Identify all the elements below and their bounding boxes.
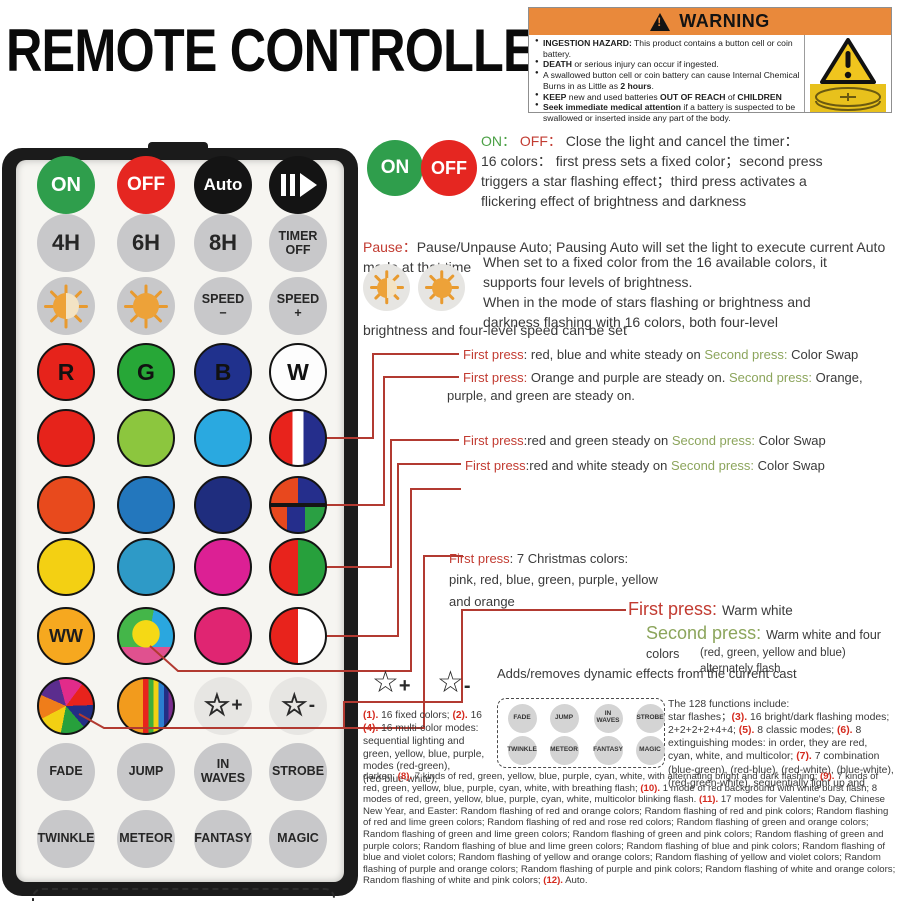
mode-buttons-dashed-frame [32, 888, 335, 901]
strobe-button[interactable]: STROBE [269, 743, 327, 801]
jump-button[interactable]: JUMP [117, 743, 175, 801]
star-plus-button[interactable]: ☆+ [194, 677, 252, 735]
warning-bullet: DEATH or serious injury can occur if ing… [535, 59, 800, 70]
magic-button[interactable]: MAGIC [269, 810, 327, 868]
auto-button[interactable]: Auto [194, 156, 252, 214]
color-skyblue-button[interactable] [194, 409, 252, 467]
warning-bullet-list: INGESTION HAZARD: This product contains … [529, 35, 804, 123]
red-button[interactable]: R [37, 343, 95, 401]
mini-magic-button: MAGIC [635, 735, 665, 765]
remote-ir-tab [148, 142, 208, 152]
pause-button[interactable] [269, 156, 327, 214]
sun-half-icon [37, 277, 95, 335]
sun-full-icon [117, 277, 175, 335]
combo-red-white-blue-button[interactable] [269, 409, 327, 467]
warning-header: WARNING [529, 8, 891, 35]
multicolor-blob-button[interactable] [117, 607, 175, 665]
legend-on-icon: ON [367, 140, 423, 196]
off-button[interactable]: OFF [117, 156, 175, 214]
combo-quad-button[interactable] [269, 476, 327, 534]
star-icon: ☆ [280, 689, 308, 722]
brightness-description: When set to a fixed color from the 16 av… [483, 254, 827, 330]
combo-red-white-button[interactable] [269, 607, 327, 665]
annotation-red-blue-white: First press: red, blue and white steady … [463, 347, 859, 362]
brightness-description-tail: brightness and four-level speed can be s… [363, 322, 627, 338]
functions-right-column: The 128 functions include:star flashes；(… [668, 699, 894, 789]
legend-brightness-down-icon [363, 264, 410, 311]
brightness-down-button[interactable] [37, 277, 95, 335]
warning-bullet: A swallowed button cell or coin battery … [535, 70, 800, 91]
mini-strobe-button: STROBE [635, 703, 665, 733]
color-yellow-button[interactable] [37, 538, 95, 596]
mini-jump-button: JUMP [549, 703, 579, 733]
warning-bullet: KEEP new and used batteries OUT OF REACH… [535, 92, 800, 103]
color-rose-button[interactable] [194, 607, 252, 665]
color-blue-button[interactable] [117, 476, 175, 534]
fantasy-button[interactable]: FANTASY [194, 810, 252, 868]
star-minus-button[interactable]: ☆- [269, 677, 327, 735]
fade-button[interactable]: FADE [37, 743, 95, 801]
speed-plus-button[interactable]: SPEED+ [269, 277, 327, 335]
mini-meteor-button: METEOR [549, 735, 579, 765]
color-red-button[interactable] [37, 409, 95, 467]
combo-red-green-button[interactable] [269, 538, 327, 596]
warning-triangle-icon [650, 12, 671, 31]
legend-star-plus-icon: ☆+ [372, 666, 411, 699]
timer-8h-button[interactable]: 8H [194, 214, 252, 272]
twinkle-button[interactable]: TWINKLE [37, 810, 95, 868]
mini-fantasy-button: FANTASY [593, 735, 623, 765]
star-buttons-description: Adds/removes dynamic effects from the cu… [497, 666, 797, 681]
timer-6h-button[interactable]: 6H [117, 214, 175, 272]
legend-brightness-up-icon [418, 264, 465, 311]
green-button[interactable]: G [117, 343, 175, 401]
on-button[interactable]: ON [37, 156, 95, 214]
annotation-warm-white-second: Second press: Warm white and four colors [646, 623, 881, 662]
pause-play-icon [281, 174, 286, 196]
timer-4h-button[interactable]: 4H [37, 214, 95, 272]
warning-icon-cell [804, 35, 891, 112]
color-lime-button[interactable] [117, 409, 175, 467]
color-wheel-button[interactable] [37, 677, 95, 735]
white-button[interactable]: W [269, 343, 327, 401]
stripes-button[interactable] [117, 677, 175, 735]
annotation-red-white: First press:red and white steady on Seco… [465, 458, 825, 473]
brightness-up-button[interactable] [117, 277, 175, 335]
annotation-warm-white-first: First press: Warm white [628, 599, 793, 619]
battery-hazard-triangle-icon [820, 38, 876, 84]
color-steelblue-button[interactable] [117, 538, 175, 596]
meteor-button[interactable]: METEOR [117, 810, 175, 868]
color-magenta-button[interactable] [194, 538, 252, 596]
legend-star-minus-icon: ☆- [437, 666, 471, 699]
warning-header-label: WARNING [679, 11, 770, 31]
color-orangered-button[interactable] [37, 476, 95, 534]
mini-twinkle-button: TWINKLE [507, 735, 537, 765]
legend-off-icon: OFF [421, 140, 477, 196]
annotation-christmas-colors: First press: 7 Christmas colors:pink, re… [449, 551, 658, 609]
blue-button[interactable]: B [194, 343, 252, 401]
on-off-description: ON： OFF： Close the light and cancel the … [481, 133, 823, 209]
coin-battery-icon [810, 84, 886, 112]
warning-bullet: INGESTION HAZARD: This product contains … [535, 38, 800, 59]
functions-left-column: (1). 16 fixed colors; (2). 16(4). 16 mul… [363, 710, 485, 786]
annotation-red-green: First press:red and green steady on Seco… [463, 433, 826, 448]
page-title: REMOTE CONTROLLER [6, 17, 572, 84]
warning-box: WARNING INGESTION HAZARD: This product c… [528, 7, 892, 123]
mini-fade-button: FADE [507, 703, 537, 733]
functions-bottom-paragraph: darken; (8). 7 kinds of red, green, yell… [363, 771, 896, 887]
annotation-warm-white-detail: (red, green, yellow and blue) alternatel… [700, 647, 846, 676]
warm-white-button[interactable]: WW [37, 607, 95, 665]
star-icon: ☆ [203, 689, 231, 722]
color-navy-button[interactable] [194, 476, 252, 534]
warning-bullet: Seek immediate medical attention if a ba… [535, 102, 800, 123]
annotation-orange-purple: First press: Orange and purple are stead… [447, 370, 863, 404]
speed-minus-button[interactable]: SPEED− [194, 277, 252, 335]
